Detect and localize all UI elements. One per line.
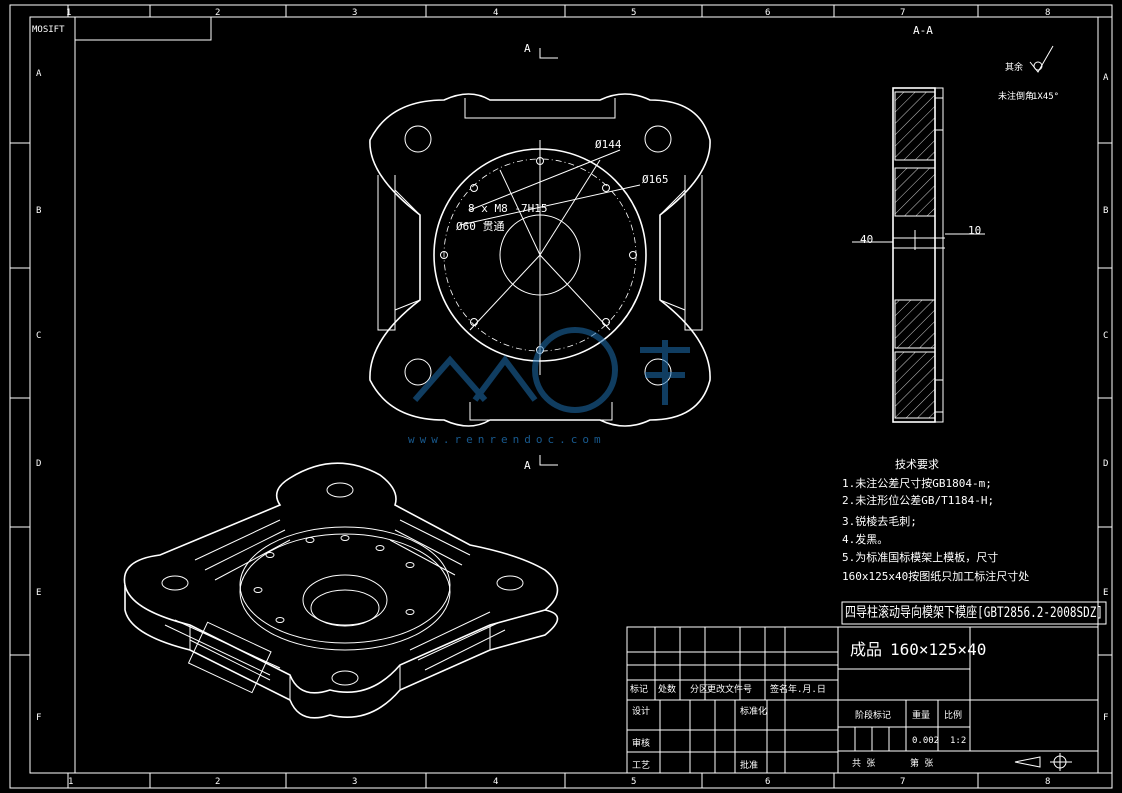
scale-label: 比例 <box>944 709 962 721</box>
zone-number: 3 <box>352 8 357 18</box>
product-label: 成品 <box>850 640 882 659</box>
dim-pitch-diameter: Ø144 <box>595 138 622 151</box>
zone-number: 5 <box>631 777 636 787</box>
isometric-view <box>123 462 559 719</box>
zone-number: 2 <box>215 8 220 18</box>
zone-letter: E <box>36 588 41 598</box>
watermark <box>412 327 690 413</box>
title-block <box>626 626 1099 774</box>
zone-letter: F <box>36 713 41 723</box>
dim-thickness: 40 <box>860 233 873 246</box>
tech-req-line: 1.未注公差尺寸按GB1804-m; <box>842 476 992 490</box>
zone-letter: B <box>36 206 41 216</box>
zone-number: 1 <box>68 777 73 787</box>
zone-number: 4 <box>493 777 498 787</box>
sheets-label: 共 张 <box>852 758 875 769</box>
zone-number: 6 <box>765 8 770 18</box>
design-label: 设计 <box>632 705 650 717</box>
section-title: A-A <box>913 24 933 37</box>
scale-value: 1:2 <box>950 736 966 746</box>
zone-number: 6 <box>765 777 770 787</box>
zone-number: 8 <box>1045 777 1050 787</box>
zone-number: 8 <box>1045 8 1050 18</box>
surface-note-label: 其余 <box>1005 61 1023 73</box>
weight-label: 重量 <box>912 709 930 721</box>
drawing-frame <box>9 4 1113 789</box>
rev-header: 签名 <box>770 683 788 695</box>
section-label-top: A <box>524 42 531 55</box>
rev-header: 更改文件号 <box>707 683 752 695</box>
standard-label: 标准化 <box>740 705 767 717</box>
plan-view <box>369 48 711 466</box>
product-size: 160×125×40 <box>890 640 986 659</box>
rev-header: 年.月.日 <box>788 683 826 695</box>
zone-number: 5 <box>631 8 636 18</box>
tech-req-line: 2.未注形位公差GB/T1184-H; <box>842 493 994 507</box>
review-label: 审核 <box>632 737 650 749</box>
approve-label: 批准 <box>740 759 758 771</box>
zone-letter: C <box>36 331 41 341</box>
tech-req-line: 4.发黑。 <box>842 532 888 546</box>
process-label: 工艺 <box>632 760 650 771</box>
sheet-label: 第 张 <box>910 757 933 769</box>
tech-req-line: 160x125x40按图纸只加工标注尺寸处 <box>842 569 1029 583</box>
rev-header: 分区 <box>690 684 708 695</box>
zone-number: 3 <box>352 777 357 787</box>
weight-value: 0.002 <box>912 736 939 746</box>
iso-tapped-holes <box>253 535 415 623</box>
zone-letter: D <box>1103 459 1108 469</box>
section-view <box>852 87 985 423</box>
zone-letter: A <box>1103 73 1109 83</box>
zone-letter: A <box>36 69 42 79</box>
zone-number: 7 <box>900 777 905 787</box>
tech-req-heading: 技术要求 <box>895 458 939 471</box>
chamfer-note-value: 1X45° <box>1032 92 1059 102</box>
section-label-bottom: A <box>524 459 531 472</box>
tech-req-line: 5.为标准国标模架上模板，尺寸 <box>842 550 998 564</box>
rev-header: 处数 <box>658 683 676 695</box>
zone-number: 4 <box>493 8 498 18</box>
drawing-code: MOSIFT <box>32 25 65 35</box>
tapped-holes <box>440 157 637 354</box>
dim-outer-diameter: Ø165 <box>642 173 669 186</box>
holes-callout: 8 x M8 -7H15 <box>468 202 547 215</box>
zone-letter: E <box>1103 588 1108 598</box>
surface-roughness-symbol <box>1029 45 1054 73</box>
chamfer-note-label: 未注倒角 <box>998 90 1034 102</box>
zone-letter: C <box>1103 331 1108 341</box>
watermark-text: www.renrendoc.com <box>408 433 606 446</box>
zone-number: 1 <box>66 8 71 18</box>
zone-letter: B <box>1103 206 1108 216</box>
drawing-title: 四导柱滚动导向模架下模座[GBT2856.2-2008SDZ] <box>845 604 1103 621</box>
zone-number: 2 <box>215 777 220 787</box>
zone-number: 7 <box>900 8 905 18</box>
tech-req-line: 3.锐棱去毛刺; <box>842 514 917 528</box>
zone-letter: F <box>1103 713 1108 723</box>
dim-bore-diameter: Ø60 贯通 <box>456 220 505 233</box>
stage-label: 阶段标记 <box>855 709 891 721</box>
dim-step: 10 <box>968 224 981 237</box>
rev-header: 标记 <box>630 683 648 695</box>
zone-letter: D <box>36 459 41 469</box>
